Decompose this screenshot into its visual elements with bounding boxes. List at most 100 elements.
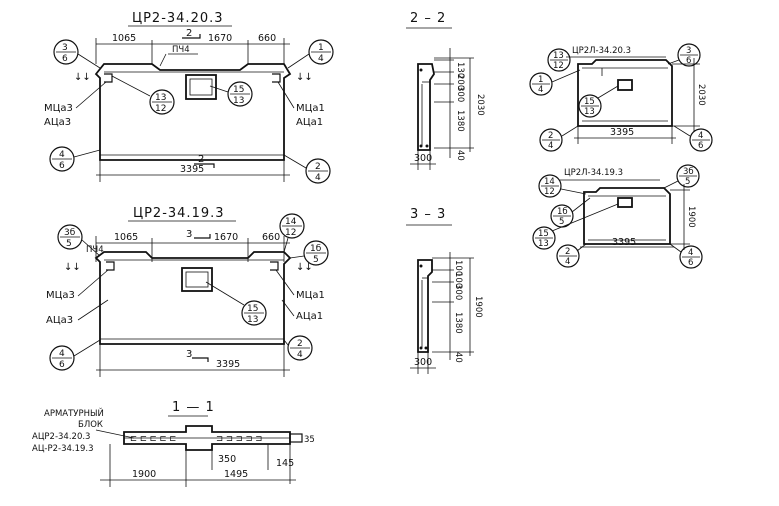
view3-window	[617, 79, 633, 91]
svg-text:4: 4	[59, 349, 65, 359]
view2-balloon-br: 2 4	[283, 335, 313, 361]
s22-dim-width: 300	[414, 153, 432, 164]
s11-dim-thick: 35	[304, 435, 315, 445]
s33-dim-1380: 1380	[453, 312, 463, 334]
svg-text:14: 14	[544, 177, 555, 187]
view4-balloon-br: 4 6	[669, 243, 703, 269]
svg-text:4: 4	[315, 173, 321, 183]
svg-text:6: 6	[59, 360, 65, 370]
view4-title: ЦР2Л-34.19.3	[564, 168, 623, 178]
svg-text:15: 15	[584, 97, 595, 107]
svg-text:6: 6	[62, 54, 68, 64]
view1-dim-right: 660	[258, 33, 276, 44]
svg-text:1б: 1б	[310, 244, 322, 254]
s11-block-label-1: АРМАТУРНЫЙ	[44, 407, 104, 419]
view1-balloon-bl: 4 6	[49, 146, 101, 172]
svg-text:3: 3	[62, 43, 68, 53]
svg-text:4: 4	[318, 54, 324, 64]
view1-dim-left: 1065	[112, 33, 136, 44]
s11-block-2: АЦ-Р2-34.19.3	[32, 444, 94, 454]
view2-balloon-bl: 4 6	[49, 339, 101, 371]
view2-mark-aca1: АЦа1	[296, 311, 323, 322]
view2-mark-aca3: АЦа3	[46, 315, 73, 326]
view2-balloon-tl: 3б 5	[57, 224, 101, 257]
view2-mark-mca3: МЦа3	[46, 290, 75, 301]
view1-right-section-arrow: ↓↓	[296, 72, 313, 83]
s11-block-1: АЦР2-34.20.3	[32, 432, 90, 442]
view1-balloon-br: 2 4	[283, 154, 331, 184]
s22-dim-40: 40	[455, 150, 465, 161]
svg-text:12: 12	[553, 61, 564, 71]
view1-panel-outline	[94, 63, 292, 161]
svg-text:5: 5	[559, 217, 564, 227]
s33-dim-300: 300	[453, 284, 463, 300]
view4-balloon-tr: 3б 5	[663, 164, 700, 189]
svg-text:3: 3	[686, 46, 691, 56]
section-2-2: 2 – 2 130 200 300 1380 2030 40 300	[406, 11, 485, 170]
svg-text:1: 1	[318, 43, 324, 53]
svg-text:4: 4	[688, 248, 693, 258]
view3-panel-outline	[577, 59, 673, 127]
svg-text:⊏ ⊏ ⊏ ⊏ ⊏: ⊏ ⊏ ⊏ ⊏ ⊏	[130, 434, 176, 444]
view1-balloon-tr: 1 4	[287, 39, 334, 69]
svg-text:3б: 3б	[64, 228, 76, 238]
s22-dim-130: 130	[455, 62, 465, 78]
svg-text:2: 2	[548, 131, 553, 141]
s22-dim-1380: 1380	[455, 110, 465, 132]
view1-section-mark: 2	[186, 28, 192, 39]
view2-bottom-section: 3	[186, 349, 192, 360]
view1-mark-aca1: АЦа1	[296, 117, 323, 128]
s11-dim-opening: 350	[218, 454, 236, 465]
view4-dim-length: 3395	[612, 237, 636, 248]
svg-text:3б: 3б	[683, 167, 694, 177]
view2-section-mark: 3	[186, 229, 192, 240]
svg-text:4: 4	[538, 85, 543, 95]
svg-text:5: 5	[685, 177, 690, 187]
view2-dim-left: 1065	[114, 232, 138, 243]
svg-text:1: 1	[538, 75, 543, 85]
view1-mark-mca3: МЦа3	[44, 103, 73, 114]
section-1-1: 1 — 1 АРМАТУРНЫЙ БЛОК АЦР2-34.20.3 АЦ-Р2…	[32, 400, 315, 487]
view2-dim-right: 660	[262, 232, 280, 243]
s22-dim-300: 300	[455, 86, 465, 102]
view3-balloon-br: 4 6	[673, 125, 713, 152]
s22-dim-200: 200	[455, 74, 465, 90]
view3-balloon-tr: 3 6	[667, 43, 701, 67]
svg-text:15: 15	[247, 304, 258, 314]
svg-text:13: 13	[155, 93, 166, 103]
view3-balloon-l: 1 4	[529, 69, 581, 96]
view4-panel-outline	[583, 187, 671, 245]
view3-balloon-c: 15 13	[578, 85, 619, 118]
view1-dim-length: 3395	[180, 164, 204, 175]
view4-window	[617, 197, 633, 208]
view4-balloon-bl: 2 4	[556, 243, 587, 268]
svg-text:15: 15	[538, 229, 549, 239]
svg-text:5: 5	[66, 239, 72, 249]
svg-text:14: 14	[285, 217, 297, 227]
view2-pch-label: ПЧ4	[86, 245, 104, 255]
view3-balloon-tl: 13 12	[547, 48, 571, 72]
view4-balloon-tl: 14 12	[538, 174, 587, 198]
svg-text:4: 4	[565, 257, 570, 267]
svg-text:12: 12	[544, 187, 555, 197]
view1-title: ЦР2-34.20.3	[132, 11, 224, 26]
view3-dim-length: 3395	[610, 127, 634, 138]
svg-text:2: 2	[315, 162, 321, 172]
view1-mark-mca1: МЦа1	[296, 103, 325, 114]
view2-mark-mca1: МЦа1	[296, 290, 325, 301]
view2-dim-mid: 1670	[214, 232, 238, 243]
svg-text:6: 6	[688, 258, 693, 268]
svg-text:6: 6	[59, 161, 65, 171]
s33-dim-1900: 1900	[473, 296, 483, 318]
s33-dim-100a: 100	[453, 260, 463, 276]
view2-title: ЦР2-34.19.3	[133, 206, 225, 221]
view1-window	[185, 74, 217, 100]
view1-left-section-arrow: ↓↓	[74, 72, 91, 83]
view1-dim-mid: 1670	[208, 33, 232, 44]
view2-right-section-arrow: ↓↓	[296, 262, 313, 273]
svg-text:13: 13	[247, 315, 258, 325]
s33-title: 3 – 3	[410, 207, 446, 222]
svg-text:⊐ ⊐ ⊐ ⊐ ⊐: ⊐ ⊐ ⊐ ⊐ ⊐	[216, 434, 262, 444]
svg-text:2: 2	[565, 247, 570, 257]
svg-text:13: 13	[584, 107, 595, 117]
